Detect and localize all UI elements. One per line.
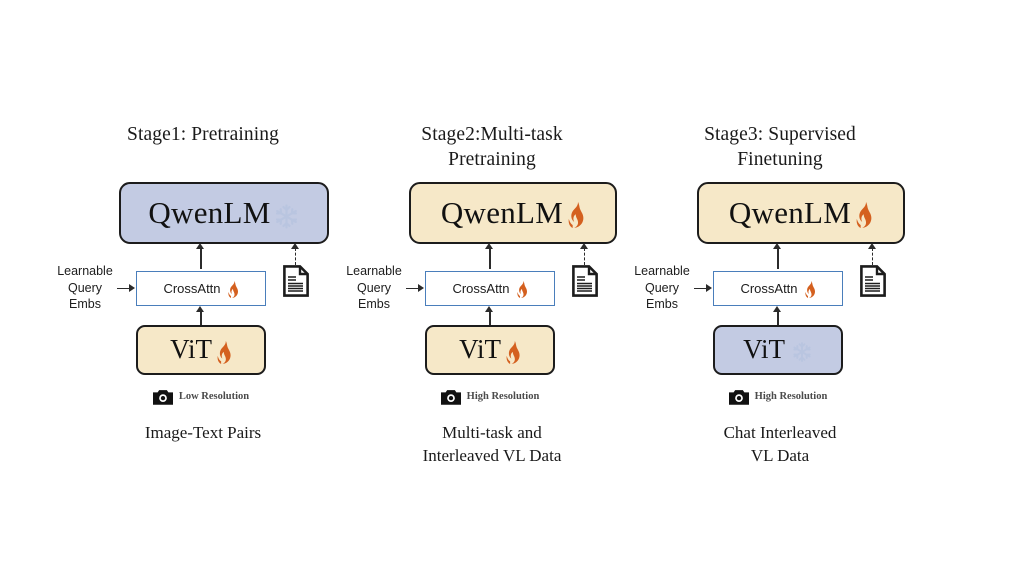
camera-icon xyxy=(728,389,749,405)
vit-label: ViT xyxy=(459,333,501,364)
lqe-line1: Learnable xyxy=(634,264,690,278)
dataset-line1: Image-Text Pairs xyxy=(144,423,262,442)
lqe-line3: Embs xyxy=(646,297,678,311)
connector-crossattn-to-lm xyxy=(200,248,202,269)
connector-arrow-query-to-crossattn xyxy=(418,284,424,292)
snowflake-icon xyxy=(273,203,300,230)
document-icon xyxy=(572,265,598,297)
flame-icon xyxy=(227,281,239,298)
dataset-caption-2: Multi-task and Interleaved VL Data xyxy=(322,421,662,467)
lqe-line1: Learnable xyxy=(57,264,113,278)
dataset-line2: VL Data xyxy=(750,446,810,465)
camera-icon xyxy=(440,389,461,405)
lqe-line2: Query xyxy=(644,280,680,295)
crossattn-label: CrossAttn xyxy=(452,281,510,296)
connector-vit-to-crossattn xyxy=(489,311,491,327)
crossattn-box[interactable]: CrossAttn xyxy=(136,271,266,306)
connector-doc-to-lm xyxy=(584,248,585,265)
connector-arrow-crossattn-to-lm xyxy=(773,243,781,249)
lqe-line3: Embs xyxy=(69,297,101,311)
dataset-line1: Multi-task and xyxy=(442,423,542,442)
connector-vit-to-crossattn xyxy=(200,311,202,327)
flame-icon xyxy=(856,202,873,228)
connector-crossattn-to-lm xyxy=(489,248,491,269)
qwenlm-label: QwenLM xyxy=(440,194,564,230)
stage-column-2: Stage2:Multi-task Pretraining QwenLM Lea… xyxy=(322,0,662,576)
dataset-line1: Chat Interleaved xyxy=(723,423,837,442)
vit-box[interactable]: ViT xyxy=(713,325,843,375)
flame-icon xyxy=(568,202,585,228)
resolution-row: High Resolution xyxy=(713,389,843,405)
stage-column-3: Stage3: Supervised Finetuning QwenLM Lea… xyxy=(610,0,950,576)
connector-arrow-query-to-crossattn xyxy=(129,284,135,292)
stage-title-1: Stage1: Pretraining xyxy=(33,122,373,147)
resolution-label: High Resolution xyxy=(466,390,540,402)
connector-arrow-doc-to-lm xyxy=(868,243,876,249)
document-icon xyxy=(283,265,309,297)
stage-title-2: Stage2:Multi-task Pretraining xyxy=(322,122,662,172)
qwenlm-box[interactable]: QwenLM xyxy=(409,182,617,244)
lqe-line1: Learnable xyxy=(346,264,402,278)
flame-icon xyxy=(217,340,232,364)
vit-label: ViT xyxy=(743,333,785,364)
lqe-line2: Query xyxy=(356,280,392,295)
lqe-line3: Embs xyxy=(358,297,390,311)
vit-box[interactable]: ViT xyxy=(136,325,266,375)
resolution-label: High Resolution xyxy=(754,390,828,402)
learnable-query-embs-label: Learnable Query Embs xyxy=(47,263,123,313)
vit-label: ViT xyxy=(170,333,212,364)
stage-title-3: Stage3: Supervised Finetuning xyxy=(610,122,950,172)
connector-doc-to-lm xyxy=(295,248,296,265)
connector-doc-to-lm xyxy=(872,248,873,265)
connector-query-to-crossattn xyxy=(406,288,420,290)
qwenlm-box[interactable]: QwenLM xyxy=(697,182,905,244)
stage-title-line2: Finetuning xyxy=(737,149,823,170)
resolution-label: Low Resolution xyxy=(178,390,250,402)
resolution-row: Low Resolution xyxy=(136,389,266,405)
crossattn-box[interactable]: CrossAttn xyxy=(713,271,843,306)
document-icon xyxy=(860,265,886,297)
flame-icon xyxy=(804,281,816,298)
stage-title-line1: Stage2:Multi-task xyxy=(421,124,563,145)
crossattn-label: CrossAttn xyxy=(740,281,798,296)
dataset-caption-1: Image-Text Pairs xyxy=(33,421,373,444)
flame-icon xyxy=(506,340,521,364)
connector-arrow-crossattn-to-lm xyxy=(196,243,204,249)
connector-crossattn-to-lm xyxy=(777,248,779,269)
qwenlm-label: QwenLM xyxy=(148,194,271,230)
connector-query-to-crossattn xyxy=(117,288,131,290)
dataset-line2: Interleaved VL Data xyxy=(422,446,562,465)
connector-vit-to-crossattn xyxy=(777,311,779,327)
connector-arrow-vit-to-crossattn xyxy=(773,306,781,312)
connector-arrow-crossattn-to-lm xyxy=(485,243,493,249)
stage-column-1: Stage1: Pretraining QwenLM Learnable xyxy=(33,0,373,576)
crossattn-box[interactable]: CrossAttn xyxy=(425,271,555,306)
connector-arrow-vit-to-crossattn xyxy=(196,306,204,312)
connector-arrow-vit-to-crossattn xyxy=(485,306,493,312)
resolution-row: High Resolution xyxy=(425,389,555,405)
stage-title-line1: Stage1: Pretraining xyxy=(127,124,279,145)
connector-arrow-query-to-crossattn xyxy=(706,284,712,292)
snowflake-icon xyxy=(791,341,813,363)
crossattn-label: CrossAttn xyxy=(163,281,221,296)
qwenlm-box[interactable]: QwenLM xyxy=(119,182,329,244)
connector-query-to-crossattn xyxy=(694,288,708,290)
learnable-query-embs-label: Learnable Query Embs xyxy=(336,263,412,313)
dataset-caption-3: Chat Interleaved VL Data xyxy=(610,421,950,467)
flame-icon xyxy=(516,281,528,298)
camera-icon xyxy=(152,389,173,405)
stage-title-line2: Pretraining xyxy=(448,149,536,170)
qwenlm-label: QwenLM xyxy=(728,194,852,230)
connector-arrow-doc-to-lm xyxy=(291,243,299,249)
learnable-query-embs-label: Learnable Query Embs xyxy=(624,263,700,313)
stage-title-line1: Stage3: Supervised xyxy=(704,124,856,145)
lqe-line2: Query xyxy=(67,280,103,295)
vit-box[interactable]: ViT xyxy=(425,325,555,375)
connector-arrow-doc-to-lm xyxy=(580,243,588,249)
